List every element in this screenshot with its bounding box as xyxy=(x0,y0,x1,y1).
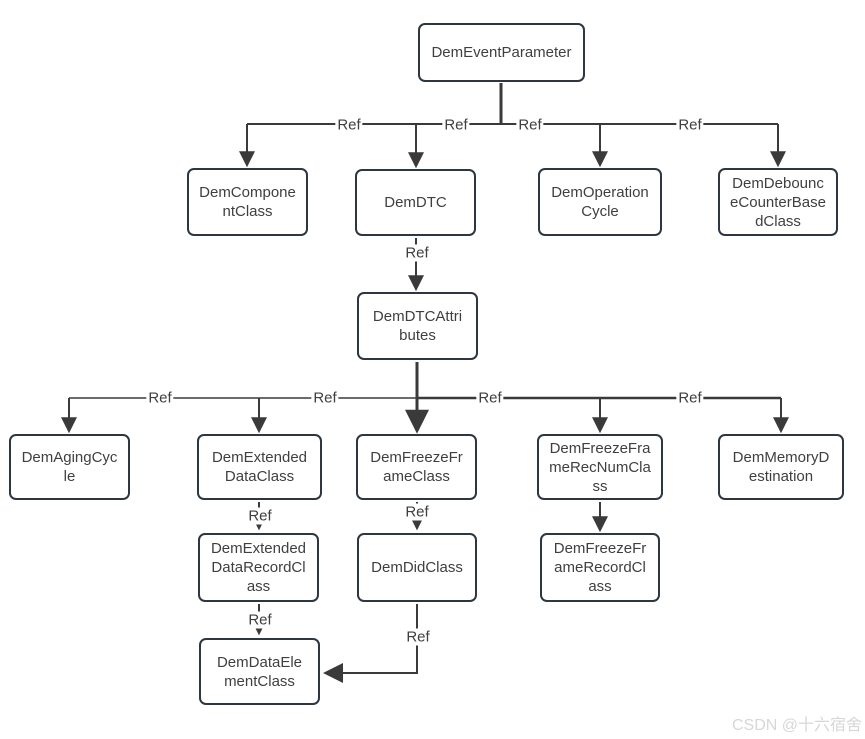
node-dem-data-element-class: DemDataElementClass xyxy=(199,638,320,705)
edge-label-ref: Ref xyxy=(146,389,174,407)
node-dem-freeze-frame-record-class: DemFreezeFrameRecordClass xyxy=(540,533,660,602)
node-dem-extended-data-record-class: DemExtendedDataRecordClass xyxy=(198,533,319,602)
edge-label-ref: Ref xyxy=(516,116,544,134)
edge-label-ref: Ref xyxy=(335,116,363,134)
node-dem-memory-destination: DemMemoryDestination xyxy=(718,434,844,500)
edge-label-ref: Ref xyxy=(403,503,431,521)
node-dem-extended-data-class: DemExtendedDataClass xyxy=(197,434,322,500)
edge-label-ref: Ref xyxy=(311,389,339,407)
edge-line-data-element-from-did xyxy=(323,604,418,683)
edge-label-ref: Ref xyxy=(676,116,704,134)
edge-label-ref: Ref xyxy=(404,628,432,646)
node-dem-freeze-frame-rec-num-class: DemFreezeFrameRecNumClass xyxy=(537,434,663,500)
edge-label-ref: Ref xyxy=(476,389,504,407)
edge-label-ref: Ref xyxy=(246,507,274,525)
node-dem-debounce-counter-based-class: DemDebounceCounterBasedClass xyxy=(718,168,838,236)
edge-label-ref: Ref xyxy=(676,389,704,407)
csdn-watermark: CSDN @十六宿舍 xyxy=(732,717,863,734)
edge-label-ref: Ref xyxy=(442,116,470,134)
node-dem-component-class: DemComponentClass xyxy=(187,168,308,236)
node-dem-event-parameter: DemEventParameter xyxy=(418,23,585,82)
node-dem-freeze-frame-class: DemFreezeFrameClass xyxy=(356,434,477,500)
node-dem-dtc: DemDTC xyxy=(355,169,476,236)
edge-label-ref: Ref xyxy=(403,244,431,262)
edge-label-ref: Ref xyxy=(246,611,274,629)
node-dem-did-class: DemDidClass xyxy=(357,533,477,602)
node-dem-dtc-attributes: DemDTCAttributes xyxy=(357,292,478,360)
node-dem-aging-cycle: DemAgingCycle xyxy=(9,434,130,500)
node-dem-operation-cycle: DemOperationCycle xyxy=(538,168,662,236)
